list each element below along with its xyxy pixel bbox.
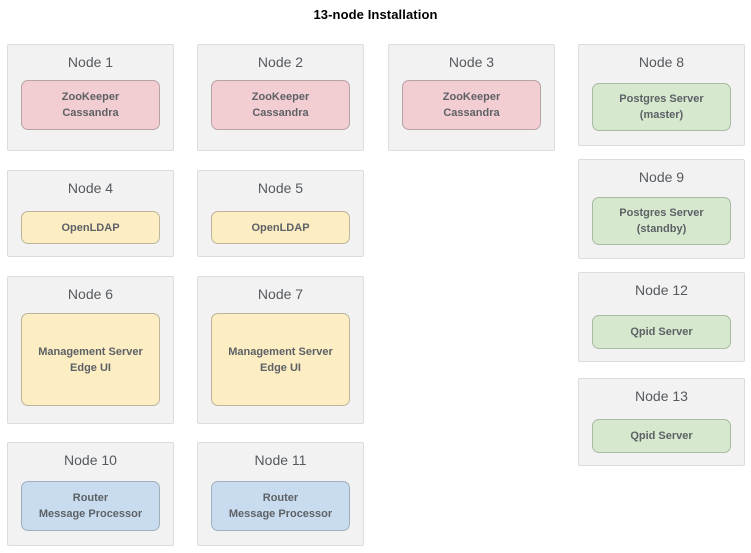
node-card-12[interactable]: Node 12 Qpid Server	[578, 272, 745, 362]
node-card-13[interactable]: Node 13 Qpid Server	[578, 378, 745, 466]
node-label: Node 8	[638, 54, 685, 70]
node-card-8[interactable]: Node 8 Postgres Server (master)	[578, 44, 745, 146]
node-label: Node 11	[254, 452, 307, 468]
service-name: Message Processor	[38, 508, 143, 520]
service-box[interactable]: Qpid Server	[592, 315, 731, 349]
service-name: Qpid Server	[630, 430, 693, 442]
service-name: (standby)	[636, 223, 687, 235]
service-name: Edge UI	[70, 361, 111, 374]
service-name: Router	[72, 492, 109, 504]
service-name: OpenLDAP	[61, 221, 120, 234]
service-name: ZooKeeper	[61, 91, 120, 103]
node-label: Node 6	[67, 286, 114, 302]
node-card-9[interactable]: Node 9 Postgres Server (standby)	[578, 159, 745, 259]
service-name: Router	[262, 492, 299, 504]
node-label: Node 1	[67, 54, 114, 70]
node-label: Node 3	[448, 54, 495, 70]
service-box[interactable]: Postgres Server (master)	[592, 83, 731, 131]
node-label: Node 4	[67, 180, 114, 196]
service-name: Qpid Server	[630, 326, 693, 338]
service-name: Cassandra	[443, 107, 500, 119]
node-card-5[interactable]: Node 5 OpenLDAP	[197, 170, 364, 257]
node-label: Node 13	[635, 388, 688, 404]
service-name: Edge UI	[260, 361, 301, 374]
node-card-4[interactable]: Node 4 OpenLDAP	[7, 170, 174, 257]
node-label: Node 7	[257, 286, 304, 302]
service-name: Cassandra	[62, 107, 119, 119]
service-name: (master)	[639, 109, 684, 121]
page-title: 13-node Installation	[313, 7, 438, 22]
service-name: Postgres Server	[619, 207, 704, 219]
service-box[interactable]: OpenLDAP	[21, 211, 160, 244]
service-name: ZooKeeper	[251, 91, 310, 103]
service-box[interactable]: Qpid Server	[592, 419, 731, 453]
node-label: Node 2	[257, 54, 304, 70]
service-name: OpenLDAP	[251, 221, 310, 234]
node-label: Node 9	[638, 169, 685, 185]
service-name: Management Server	[38, 345, 143, 358]
service-name: Postgres Server	[619, 93, 704, 105]
service-box[interactable]: Postgres Server (standby)	[592, 197, 731, 245]
node-label: Node 10	[64, 452, 117, 468]
service-name: ZooKeeper	[442, 91, 501, 103]
service-name: Management Server	[228, 345, 333, 358]
service-name: Message Processor	[228, 508, 333, 520]
service-name: Cassandra	[252, 107, 309, 119]
service-box[interactable]: OpenLDAP	[211, 211, 350, 244]
node-label: Node 12	[635, 282, 688, 298]
node-label: Node 5	[257, 180, 304, 196]
